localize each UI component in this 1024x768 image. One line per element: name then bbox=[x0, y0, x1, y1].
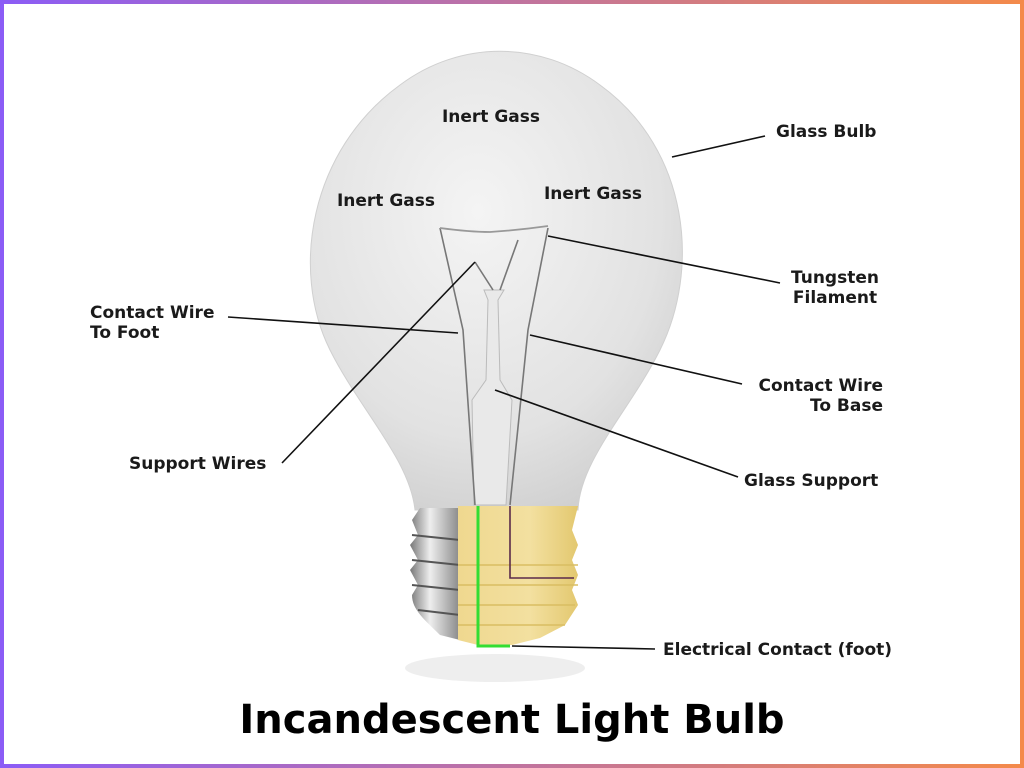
glass-bulb bbox=[309, 50, 683, 511]
label-support-wires: Support Wires bbox=[129, 454, 266, 474]
label-inert-gas-top: Inert Gass bbox=[442, 107, 540, 127]
label-tungsten-line2: Filament bbox=[793, 288, 877, 308]
label-inert-gas-right: Inert Gass bbox=[544, 184, 642, 204]
support-and-lead-wires bbox=[439, 227, 549, 506]
label-contact-base-line2: To Base bbox=[810, 396, 883, 416]
label-glass-support: Glass Support bbox=[744, 471, 878, 491]
glass-stem bbox=[471, 289, 513, 506]
contact-wire-base-highlight bbox=[509, 506, 574, 579]
label-contact-foot-line1: Contact Wire bbox=[90, 303, 214, 323]
label-glass-bulb: Glass Bulb bbox=[776, 122, 876, 142]
diagram-title: Incandescent Light Bulb bbox=[239, 697, 784, 743]
metal-base bbox=[410, 508, 460, 640]
leader-lines bbox=[227, 135, 781, 650]
metal-threads bbox=[411, 534, 461, 616]
tungsten-filament bbox=[439, 225, 549, 233]
contact-wire-foot-highlight bbox=[476, 506, 510, 648]
label-tungsten-line1: Tungsten bbox=[791, 268, 879, 288]
label-inert-gas-left: Inert Gass bbox=[337, 191, 435, 211]
label-contact-base-line1: Contact Wire bbox=[759, 376, 883, 396]
gold-base bbox=[458, 506, 578, 645]
reflection bbox=[405, 654, 585, 682]
label-electrical-contact: Electrical Contact (foot) bbox=[663, 640, 892, 660]
label-contact-foot-line2: To Foot bbox=[90, 323, 159, 343]
